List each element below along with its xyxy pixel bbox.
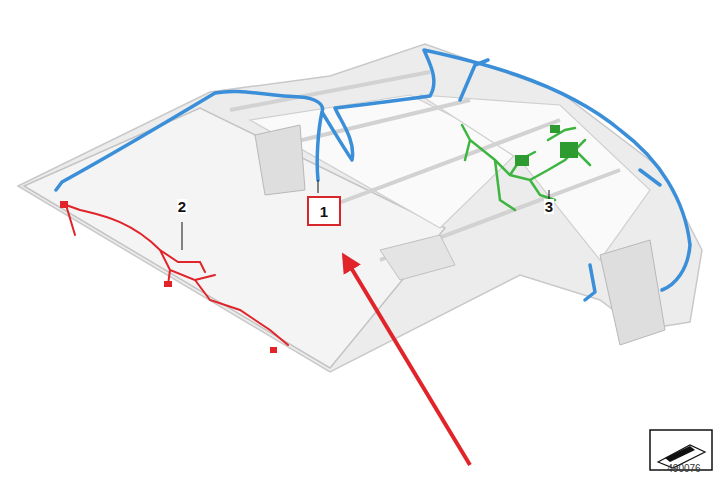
rear-opening [420,95,650,260]
leader-line [318,180,319,193]
red-wire-harness [66,205,288,345]
pointer-arrow [344,256,470,465]
callout-number: 2 [177,199,187,214]
image-number: 490076 [666,464,701,474]
pillar [380,235,455,280]
leader-line [182,222,183,250]
roof-bows [230,72,620,260]
connector [560,142,578,158]
hinge-left [255,125,305,195]
roof-frame [18,44,702,372]
callout-box: 1 [307,196,341,226]
callout-number: 1 [320,204,328,219]
hinge-right [600,240,665,345]
callout-number: 3 [544,199,554,214]
view-icon-shape [665,446,695,462]
connector [164,281,172,287]
blue-wire-harness [56,50,690,300]
connector [515,155,529,166]
connector [270,347,277,353]
green-wire-harness [462,125,590,210]
connector [60,201,68,208]
connector [550,125,560,133]
